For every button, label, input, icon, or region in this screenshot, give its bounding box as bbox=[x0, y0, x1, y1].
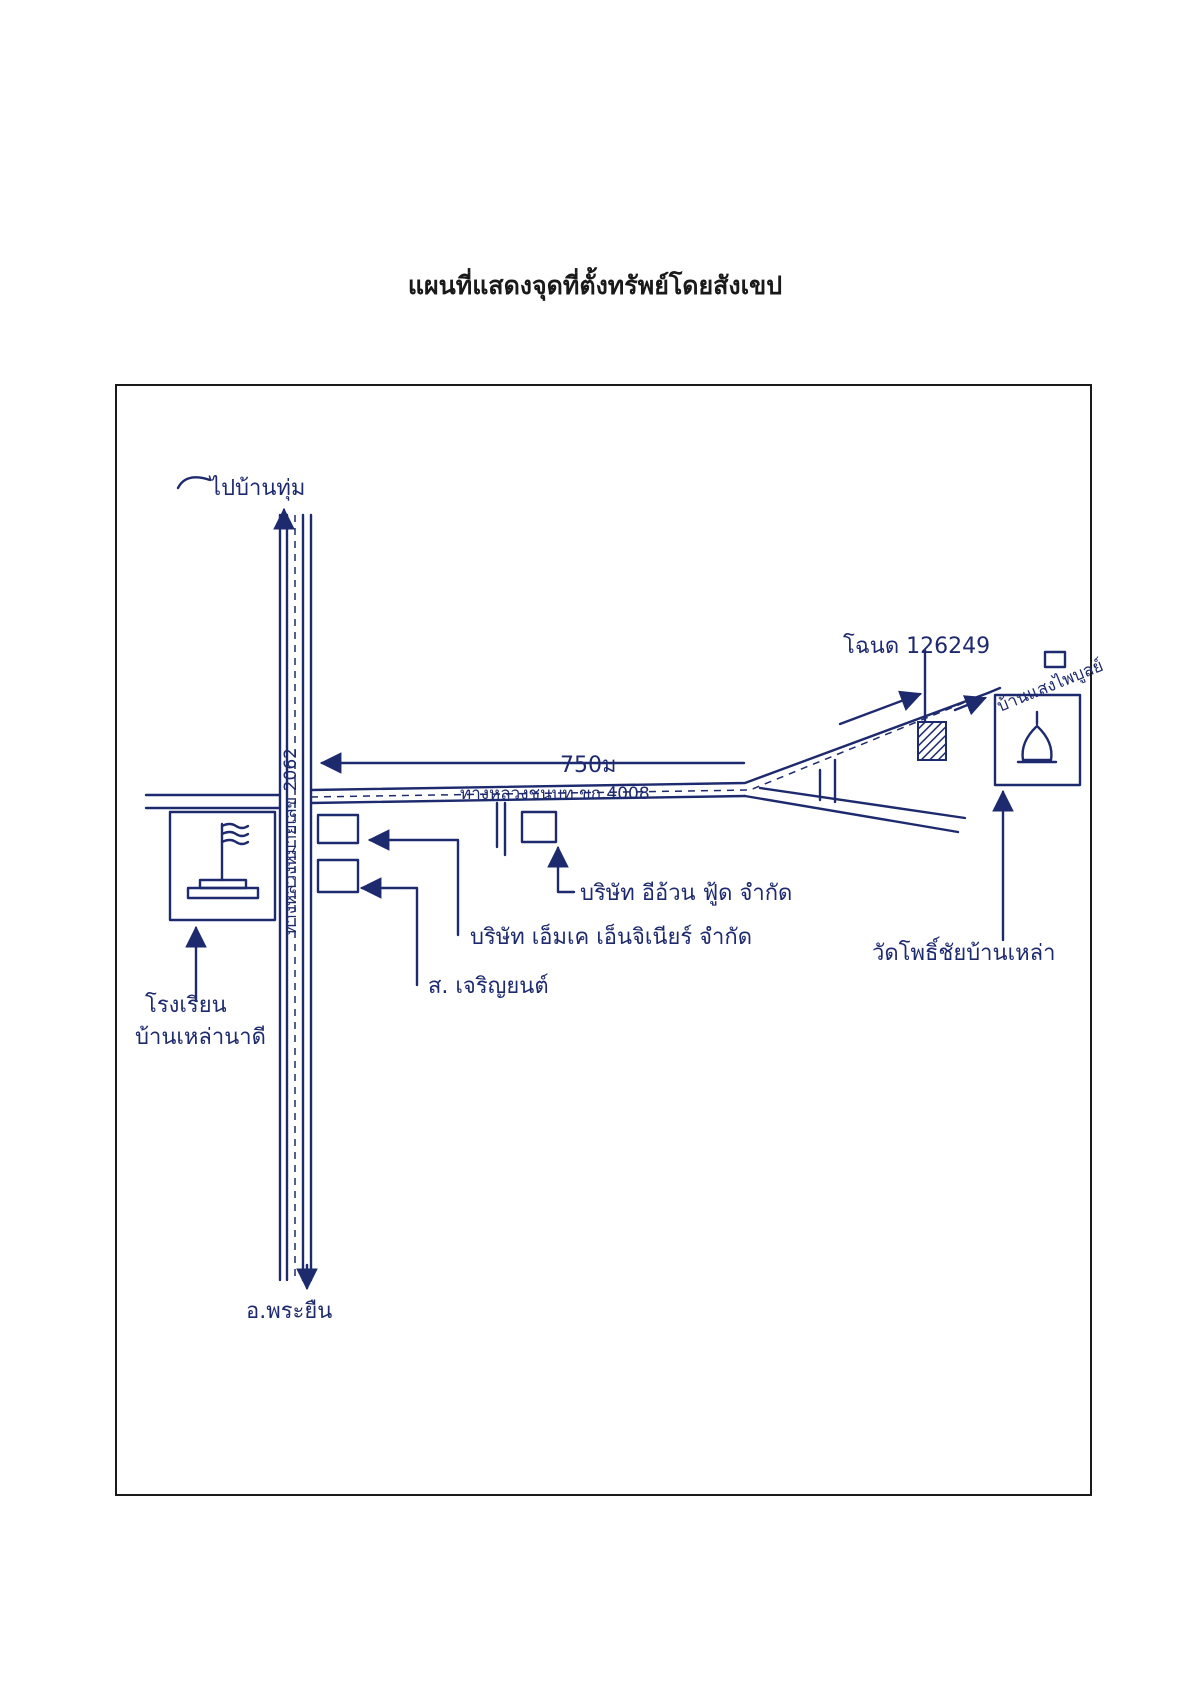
temple-label: วัดโพธิ์ชัยบ้านเหล่า bbox=[872, 937, 1055, 966]
stupa-icon bbox=[1016, 710, 1058, 764]
school-site bbox=[168, 810, 277, 922]
highway-label: ทางหลวงหมายเลข 2062 bbox=[281, 748, 301, 935]
village-house bbox=[1043, 650, 1067, 669]
rural-road-4008 bbox=[309, 686, 1002, 857]
shop-charoen-label: ส. เจริญยนต์ bbox=[428, 974, 549, 999]
west-road bbox=[144, 793, 282, 810]
south-destination-label: อ.พระยืน bbox=[246, 1299, 332, 1324]
company-iwan-label: บริษัท อีอ้วน ฟู้ด จำกัด bbox=[580, 881, 792, 906]
title-deed-label: โฉนด 126249 bbox=[843, 633, 990, 659]
page-title: แผนที่แสดงจุดที่ตั้งทรัพย์โดยสังเขป bbox=[407, 271, 783, 300]
iwan-leader bbox=[547, 845, 576, 894]
school-label-line2: บ้านเหล่านาดี bbox=[135, 1025, 266, 1050]
plot-iwan bbox=[520, 810, 558, 844]
flag-on-pedestal-icon bbox=[186, 822, 260, 900]
north-destination-label: ไปบ้านทุ่ม bbox=[208, 475, 305, 501]
map-frame bbox=[115, 384, 1092, 1496]
temple-site bbox=[993, 693, 1082, 787]
school-label-line1: โรงเรียน bbox=[145, 992, 227, 1018]
charoen-leader bbox=[359, 877, 419, 987]
plot-mk bbox=[316, 813, 360, 845]
rural-road-label: ทางหลวงชนบท ขก.4008 bbox=[460, 784, 650, 804]
hatched-plot-icon bbox=[917, 721, 947, 761]
highway-2062 bbox=[273, 507, 318, 1291]
mk-leader bbox=[367, 829, 460, 937]
company-mk-label: บริษัท เอ็มเค เอ็นจิเนียร์ จำกัด bbox=[470, 922, 752, 950]
plot-charoen bbox=[316, 858, 360, 894]
distance-label: 750ม bbox=[560, 753, 617, 778]
village-label: บ้านแสงไพบูลย์ bbox=[994, 655, 1106, 717]
